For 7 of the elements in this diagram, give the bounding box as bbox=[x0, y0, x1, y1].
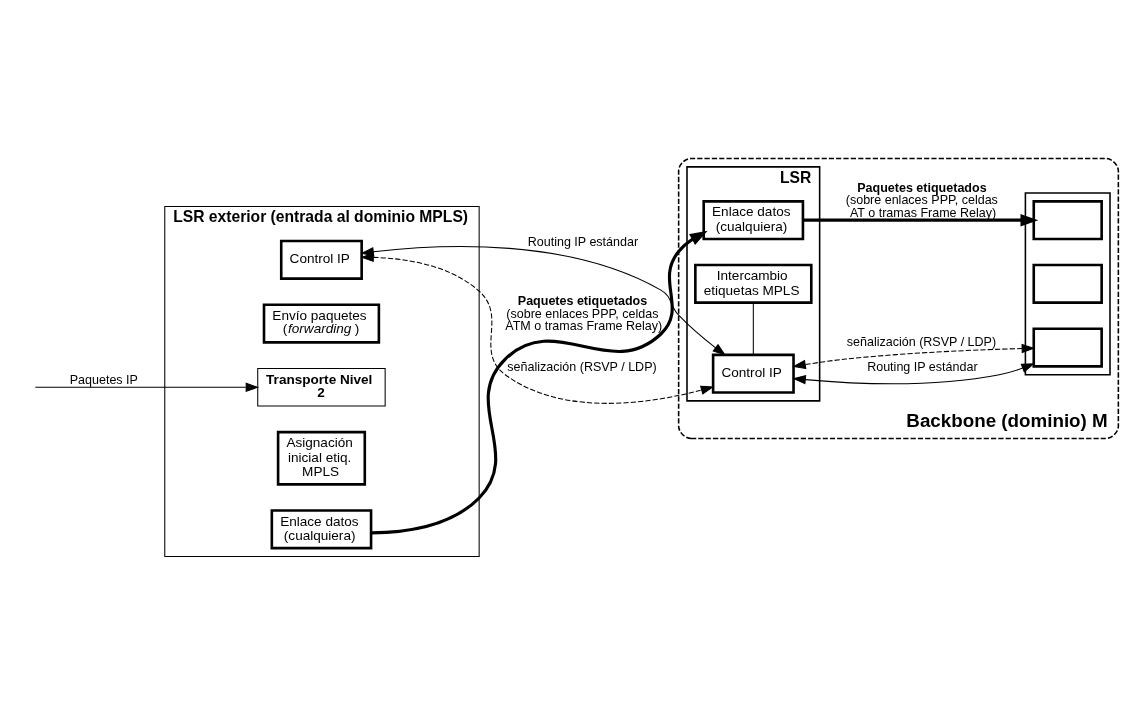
edge-label: Paquetes etiquetados (sobre enlaces PPP, celdas ATM o tramas Frame Relay) bbox=[505, 294, 663, 334]
edge-label: señalización (RSVP / LDP) bbox=[846, 335, 997, 350]
edge-label: señalización (RSVP / LDP) bbox=[507, 360, 657, 375]
edge-label: Paquetes IP bbox=[69, 372, 138, 387]
edge-label: Routing IP estándar bbox=[867, 360, 978, 375]
edge-label: Routing IP estándar bbox=[527, 234, 639, 249]
edge-label: Paquetes etiquetados (sobre enlaces PPP, celdas AT o tramas Frame Relay) bbox=[845, 180, 998, 220]
